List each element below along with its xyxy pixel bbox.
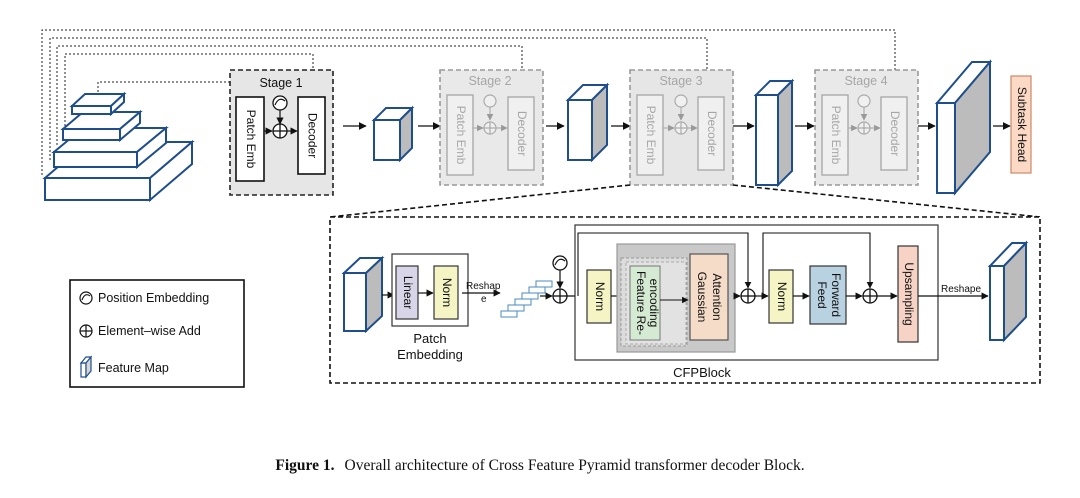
- reshape-in-label-1: Reshap: [466, 281, 501, 292]
- position-embedding-icon: [272, 95, 288, 111]
- legend-feature-map: Feature Map: [98, 361, 169, 375]
- feature-map-icon: [79, 355, 93, 379]
- feature-reencoding-label-1: Feature Re-: [634, 271, 648, 335]
- stage-1-block: Stage 1 Patch Emb Decoder: [229, 69, 334, 196]
- gaussian-attention-label-2: Attention: [710, 273, 724, 320]
- stage-3-patch-emb: Patch Emb: [644, 106, 658, 165]
- stage-1-patch-emb: Patch Emb: [244, 110, 258, 169]
- linear-label: Linear: [401, 276, 415, 309]
- upsampling-block: [897, 245, 919, 343]
- position-embedding-icon: [552, 255, 568, 271]
- stage-2-block: Stage 2 Patch Emb Decoder: [439, 69, 544, 186]
- figure-caption: Figure 1. Overall architecture of Cross F…: [0, 457, 1080, 475]
- feature-map-icon: [753, 78, 795, 188]
- legend-position-embedding: Position Embedding: [98, 291, 209, 305]
- stage-2-decoder: Decoder: [515, 111, 529, 156]
- stage-4-patch-emb: Patch Emb: [829, 106, 843, 165]
- feature-reencoding-block: [629, 265, 661, 341]
- feature-map-icon: [987, 240, 1029, 343]
- stage-1-title: Stage 1: [259, 76, 302, 90]
- feature-map-icon: [565, 82, 610, 163]
- zoom-lines: [329, 184, 1041, 218]
- stage-3-block: Stage 3 Patch Emb Decoder: [629, 69, 734, 186]
- subtask-head-label: Subtask Head: [1015, 87, 1029, 162]
- gaussian-attention-label-1: Gaussian: [695, 272, 709, 323]
- stage-3-title: Stage 3: [659, 74, 702, 88]
- feed-forward-label-2: Forward: [829, 273, 843, 317]
- feature-map-icon: [371, 105, 415, 163]
- legend: Position Embedding Element–wise Add Feat…: [69, 279, 245, 388]
- norm-block: [768, 269, 794, 324]
- stage-2-title: Stage 2: [468, 74, 511, 88]
- position-embedding-icon: [857, 94, 871, 108]
- feature-map-icon: [341, 255, 385, 334]
- patch-embedding-group: Linear Norm Patch Embedding: [391, 253, 469, 362]
- feature-reencoding-label-2: encoding: [647, 279, 661, 328]
- stage-4-block: Stage 4 Patch Emb Decoder: [814, 69, 919, 186]
- norm-label-3: Norm: [775, 282, 789, 311]
- stage-2-patch-emb: Patch Emb: [454, 106, 468, 165]
- norm-label-1: Norm: [440, 278, 454, 307]
- upsampling-label: Upsampling: [902, 262, 916, 325]
- caption-text: Overall architecture of Cross Feature Py…: [344, 457, 805, 474]
- feed-forward-block: [809, 265, 847, 325]
- feature-pyramid-icon: [42, 91, 195, 203]
- position-embedding-icon: [79, 291, 93, 305]
- patch-embedding-label-2: Embedding: [397, 347, 463, 362]
- feed-forward-label-1: Feed: [815, 281, 829, 308]
- cfpblock-label: CFPBlock: [673, 365, 731, 380]
- subtask-head-block: Subtask Head: [1010, 75, 1032, 174]
- stage-4-decoder: Decoder: [888, 111, 902, 156]
- stage-4-title: Stage 4: [844, 74, 887, 88]
- reshape-out-label: Reshape: [941, 284, 981, 295]
- norm-block: [586, 269, 612, 324]
- caption-label: Figure 1.: [275, 457, 335, 474]
- token-sequence-icon: [500, 280, 553, 318]
- legend-element-wise-add: Element–wise Add: [98, 324, 201, 338]
- stage-3-decoder: Decoder: [705, 111, 719, 156]
- gaussian-attention-block: [689, 253, 729, 341]
- stage-1-decoder: Decoder: [305, 113, 319, 158]
- patch-embedding-label-1: Patch: [413, 331, 446, 346]
- feature-map-icon: [934, 59, 993, 196]
- norm-label-2: Norm: [593, 282, 607, 311]
- position-embedding-icon: [674, 94, 688, 108]
- position-embedding-icon: [483, 94, 497, 108]
- reshape-in-label-2: e: [481, 294, 487, 305]
